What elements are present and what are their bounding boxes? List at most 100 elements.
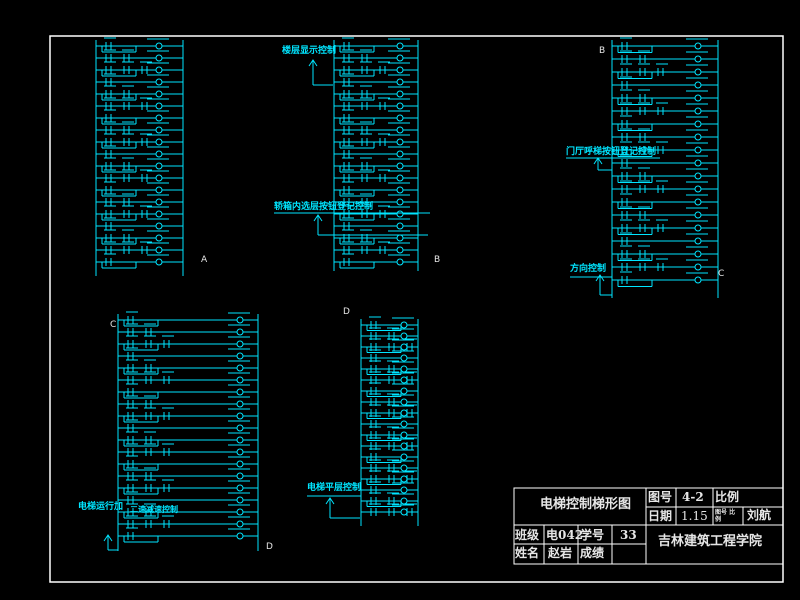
- coil-symbol: [396, 42, 404, 50]
- coil-symbol: [236, 472, 244, 480]
- coil-symbol: [694, 81, 702, 89]
- coil-symbol: [396, 198, 404, 206]
- car-register-note: 轿箱内选层按钮登记控制: [274, 202, 374, 212]
- coil-symbol: [155, 126, 163, 134]
- coil-symbol: [396, 54, 404, 62]
- arrow-head: [595, 274, 605, 282]
- name-label: 姓名: [515, 546, 540, 560]
- coil-symbol: [236, 508, 244, 516]
- arrow-head: [103, 534, 113, 542]
- coil-symbol: [236, 352, 244, 360]
- section-label-d-bottom: D: [266, 542, 273, 552]
- coil-symbol: [694, 198, 702, 206]
- coil-symbol: [155, 210, 163, 218]
- coil-symbol: [694, 68, 702, 76]
- coil-symbol: [396, 186, 404, 194]
- student-no-label: 学号: [580, 528, 605, 542]
- coil-symbol: [236, 388, 244, 396]
- coil-symbol: [396, 126, 404, 134]
- name-value: 赵岩: [548, 546, 573, 560]
- coil-symbol: [155, 222, 163, 230]
- coil-symbol: [694, 133, 702, 141]
- coil-symbol: [155, 90, 163, 98]
- coil-symbol: [400, 497, 408, 505]
- coil-symbol: [155, 78, 163, 86]
- coil-symbol: [694, 211, 702, 219]
- coil-symbol: [400, 321, 408, 329]
- coil-symbol: [236, 376, 244, 384]
- coil-symbol: [400, 365, 408, 373]
- section-label-b-top: B: [599, 46, 606, 56]
- coil-symbol: [236, 496, 244, 504]
- arrow-head: [325, 497, 335, 505]
- coil-symbol: [694, 172, 702, 180]
- coil-symbol: [396, 162, 404, 170]
- coil-symbol: [396, 246, 404, 254]
- coil-symbol: [694, 224, 702, 232]
- coil-symbol: [236, 460, 244, 468]
- coil-symbol: [155, 246, 163, 254]
- arrow-head: [313, 214, 323, 222]
- designer-name: 刘航: [747, 508, 772, 522]
- run-speed-note: 电梯运行加: [78, 502, 124, 512]
- hall-call-note: 门厅呼梯按钮登记控制: [566, 147, 657, 157]
- direction-note: 方向控制: [570, 264, 607, 274]
- coil-symbol: [400, 387, 408, 395]
- coil-symbol: [155, 234, 163, 242]
- coil-symbol: [694, 185, 702, 193]
- coil-symbol: [400, 486, 408, 494]
- coil-symbol: [396, 150, 404, 158]
- coil-symbol: [396, 114, 404, 122]
- coil-symbol: [400, 442, 408, 450]
- coil-symbol: [396, 78, 404, 86]
- coil-symbol: [396, 66, 404, 74]
- coil-symbol: [155, 54, 163, 62]
- drawing-title: 电梯控制梯形图: [540, 497, 632, 512]
- coil-symbol: [396, 102, 404, 110]
- coil-symbol: [155, 42, 163, 50]
- coil-symbol: [396, 138, 404, 146]
- coil-symbol: [400, 475, 408, 483]
- class-value: 电042: [546, 528, 584, 542]
- coil-symbol: [400, 508, 408, 516]
- coil-symbol: [694, 94, 702, 102]
- coil-symbol: [694, 159, 702, 167]
- coil-symbol: [236, 484, 244, 492]
- coil-symbol: [400, 332, 408, 340]
- coil-symbol: [396, 258, 404, 266]
- coil-symbol: [236, 520, 244, 528]
- drawing-frame: [49, 35, 784, 583]
- floor-display-note: 楼层显示控制: [282, 46, 337, 56]
- coil-symbol: [694, 263, 702, 271]
- coil-symbol: [694, 107, 702, 115]
- date-value: 1.15: [681, 509, 708, 523]
- coil-symbol: [396, 234, 404, 242]
- coil-symbol: [400, 398, 408, 406]
- ladder-rungs: [95, 37, 719, 551]
- coil-symbol: [236, 328, 244, 336]
- coil-symbol: [236, 340, 244, 348]
- coil-symbol: [400, 431, 408, 439]
- grade-label: 成绩: [580, 546, 605, 560]
- coil-symbol: [396, 210, 404, 218]
- coil-symbol: [400, 453, 408, 461]
- coil-symbol: [694, 120, 702, 128]
- coil-symbol: [400, 354, 408, 362]
- date-label: 日期: [648, 509, 673, 523]
- coil-symbol: [400, 464, 408, 472]
- coil-symbol: [694, 237, 702, 245]
- coil-symbol: [400, 420, 408, 428]
- coil-symbol: [236, 436, 244, 444]
- coil-symbol: [236, 316, 244, 324]
- section-label-d-top: D: [343, 307, 350, 317]
- coil-symbol: [694, 276, 702, 284]
- scale-label: 比例: [715, 490, 740, 504]
- coil-symbol: [155, 102, 163, 110]
- coil-symbol: [155, 198, 163, 206]
- coil-symbol: [155, 114, 163, 122]
- coil-symbol: [155, 150, 163, 158]
- coil-symbol: [694, 146, 702, 154]
- arrow-head: [308, 59, 318, 67]
- fig-no-label: 图号: [648, 490, 673, 504]
